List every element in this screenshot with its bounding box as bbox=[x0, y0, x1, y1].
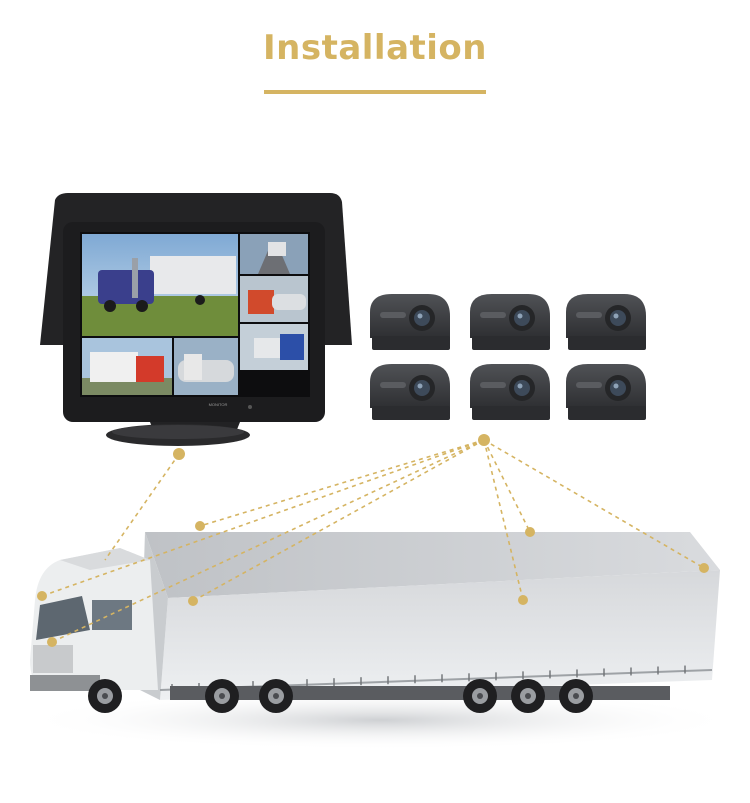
camera-5 bbox=[470, 364, 550, 420]
connection-points bbox=[37, 434, 709, 647]
screen-view-silver-tanker bbox=[174, 338, 238, 395]
monitor-brand-label: MONITOR bbox=[209, 402, 228, 407]
mount-point-3 bbox=[37, 591, 47, 601]
truck-bumper bbox=[30, 675, 100, 691]
screen-view-blue-truck bbox=[240, 324, 308, 370]
truck-shadow bbox=[20, 690, 740, 750]
camera-1-vent bbox=[380, 312, 406, 318]
camera-hub-point bbox=[478, 434, 490, 446]
page-title: Installation bbox=[262, 28, 487, 68]
camera-2-vent bbox=[480, 312, 506, 318]
mount-point-1 bbox=[195, 521, 205, 531]
truck-windshield bbox=[36, 596, 90, 640]
camera-2 bbox=[470, 294, 550, 350]
camera-6 bbox=[566, 364, 646, 420]
truck-side-window bbox=[92, 600, 132, 630]
connection-lines bbox=[41, 439, 705, 643]
truck bbox=[30, 532, 720, 713]
trailer-underframe bbox=[170, 686, 670, 700]
camera-3-vent bbox=[576, 312, 602, 318]
mount-point-6 bbox=[518, 595, 528, 605]
monitor: MONITOR bbox=[40, 193, 352, 446]
screen-view-tanker bbox=[240, 276, 308, 322]
mount-point-7 bbox=[699, 563, 709, 573]
truck-wheels bbox=[88, 679, 593, 713]
camera-6-vent bbox=[576, 382, 602, 388]
screen-view-red-truck bbox=[82, 338, 172, 395]
trailer-side bbox=[160, 570, 720, 700]
camera-3 bbox=[566, 294, 646, 350]
mount-point-4 bbox=[47, 637, 57, 647]
camera-4 bbox=[370, 364, 450, 420]
camera-5-vent bbox=[480, 382, 506, 388]
mount-point-5 bbox=[525, 527, 535, 537]
monitor-power-button bbox=[248, 405, 252, 409]
title-underline bbox=[264, 90, 486, 94]
screen-view-road bbox=[240, 234, 308, 274]
trailer-roof bbox=[145, 532, 720, 598]
camera-grid bbox=[370, 294, 646, 420]
truck-grille bbox=[33, 645, 73, 673]
camera-4-vent bbox=[380, 382, 406, 388]
camera-1 bbox=[370, 294, 450, 350]
screen-view-main bbox=[82, 234, 238, 336]
mount-point-2 bbox=[188, 596, 198, 606]
monitor-point bbox=[173, 448, 185, 460]
